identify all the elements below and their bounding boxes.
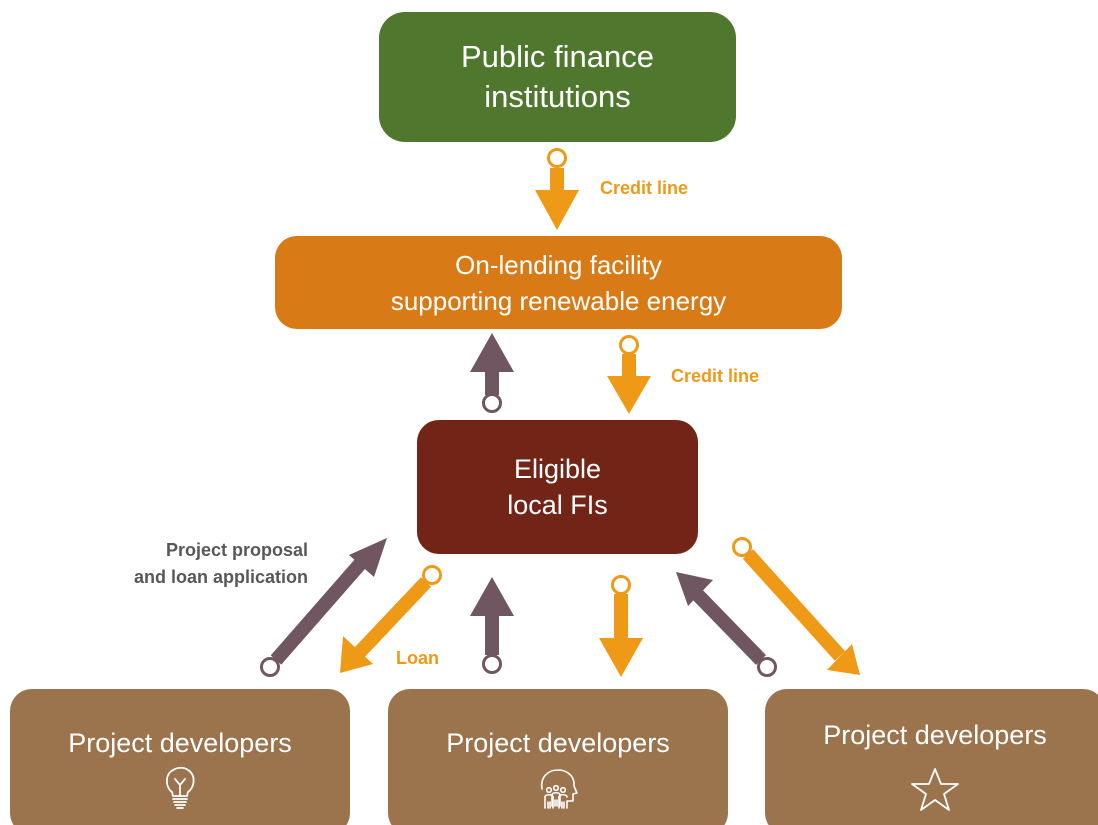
project-developers-node-3: Project developers <box>765 689 1098 825</box>
arrow-dev3-to-fis <box>676 572 777 677</box>
project-developers-node-1: Project developers <box>10 689 350 825</box>
arrow-fis-to-dev3 <box>732 537 860 675</box>
project-proposal-line2: and loan application <box>133 567 308 587</box>
eligible-local-fis-node: Eligible local FIs <box>417 420 698 554</box>
arrow-proposal-dev1-to-fis <box>260 538 387 677</box>
project-developers-node-2: Project developers <box>388 689 728 825</box>
local-fis-line2: local FIs <box>507 490 608 520</box>
project-proposal-line1: Project proposal <box>165 540 308 560</box>
local-fis-line1: Eligible <box>513 454 602 484</box>
onlending-line2: supporting renewable energy <box>390 285 727 316</box>
arrow-credit-line-facility-to-fis <box>607 335 651 414</box>
arrow-fis-to-dev2 <box>599 575 643 677</box>
project-developers-label-2: Project developers <box>446 728 670 758</box>
arrow-loan-fis-to-dev1 <box>340 565 442 673</box>
people-head-icon <box>534 767 582 816</box>
credit-line-label-top: Credit line <box>600 178 689 198</box>
public-finance-line1: Public finance <box>460 39 654 74</box>
public-finance-line2: institutions <box>484 79 631 114</box>
project-developers-label-1: Project developers <box>68 728 292 758</box>
project-developers-label-3: Project developers <box>823 720 1047 750</box>
star-icon <box>910 767 960 818</box>
public-finance-institutions-node: Public finance institutions <box>379 12 736 142</box>
project-proposal-label: Project proposal and loan application <box>100 537 308 591</box>
onlending-line1: On-lending facility <box>455 249 662 280</box>
arrow-dev2-to-fis <box>470 577 514 674</box>
onlending-facility-node: On-lending facility supporting renewable… <box>275 236 842 329</box>
arrow-fis-to-facility <box>470 333 514 413</box>
arrow-credit-line-public-to-facility <box>535 148 579 230</box>
credit-line-label-mid: Credit line <box>671 366 760 386</box>
loan-label: Loan <box>396 648 439 668</box>
lightbulb-icon <box>160 765 200 816</box>
